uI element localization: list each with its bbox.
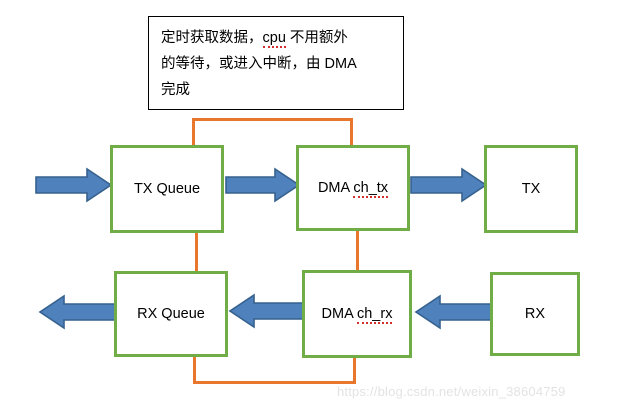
- connector-right-vertical: [356, 228, 359, 274]
- box-dma-ch-rx[interactable]: DMA ch_rx: [302, 270, 412, 358]
- box-tx[interactable]: TX: [484, 145, 578, 233]
- box-tx-label: TX: [521, 181, 541, 197]
- box-dma-ch-rx-label-misspelled: ch_rx: [356, 306, 393, 324]
- box-rx-label: RX: [524, 306, 546, 322]
- arrow-dma-ch-tx-to-tx: [410, 167, 488, 203]
- arrow-dma-ch-rx-to-rx-queue: [228, 293, 304, 329]
- note-line-1-misspelled-word: cpu: [262, 30, 286, 48]
- arrow-rx-to-dma-ch-rx: [414, 294, 492, 330]
- note-line-1-after: 不用额外: [285, 30, 348, 46]
- arrow-rx-queue-to-output: [38, 294, 116, 330]
- arrow-input-to-tx-queue: [35, 167, 113, 203]
- connector-bottom-bracket-left-stem: [193, 352, 196, 384]
- box-dma-ch-rx-label-prefix: DMA: [321, 306, 357, 322]
- connector-top-bracket-right-stem: [350, 118, 353, 151]
- connector-bottom-bracket-span: [193, 381, 356, 384]
- box-rx-queue-label: RX Queue: [137, 306, 205, 322]
- note-line-1: 定时获取数据，cpu 不用额外: [161, 25, 393, 51]
- arrow-tx-queue-to-dma-ch-tx: [225, 167, 301, 203]
- box-tx-queue-label: TX Queue: [133, 181, 201, 197]
- note-line-2: 的等待，或进入中断，由 DMA: [161, 56, 357, 72]
- box-rx-queue[interactable]: RX Queue: [114, 271, 228, 357]
- box-dma-ch-tx-label: DMA ch_tx: [317, 180, 389, 198]
- box-dma-ch-tx-label-prefix: DMA: [317, 180, 354, 196]
- note-line-3: 完成: [161, 82, 190, 98]
- box-dma-ch-tx[interactable]: DMA ch_tx: [296, 145, 410, 231]
- connector-top-bracket-left-stem: [192, 118, 195, 151]
- connector-top-bracket-span: [192, 118, 353, 121]
- connector-left-vertical: [195, 230, 198, 274]
- note-textbox[interactable]: 定时获取数据，cpu 不用额外 的等待，或进入中断，由 DMA 完成: [148, 16, 404, 110]
- watermark-text: https://blog.csdn.net/weixin_38604759: [337, 384, 566, 399]
- box-rx[interactable]: RX: [490, 272, 580, 356]
- note-line-1-before: 定时获取数据，: [161, 30, 263, 46]
- box-dma-ch-tx-label-misspelled: ch_tx: [353, 180, 389, 198]
- connector-bottom-bracket-right-stem: [353, 352, 356, 384]
- box-dma-ch-rx-label: DMA ch_rx: [321, 306, 393, 324]
- box-tx-queue[interactable]: TX Queue: [110, 145, 224, 233]
